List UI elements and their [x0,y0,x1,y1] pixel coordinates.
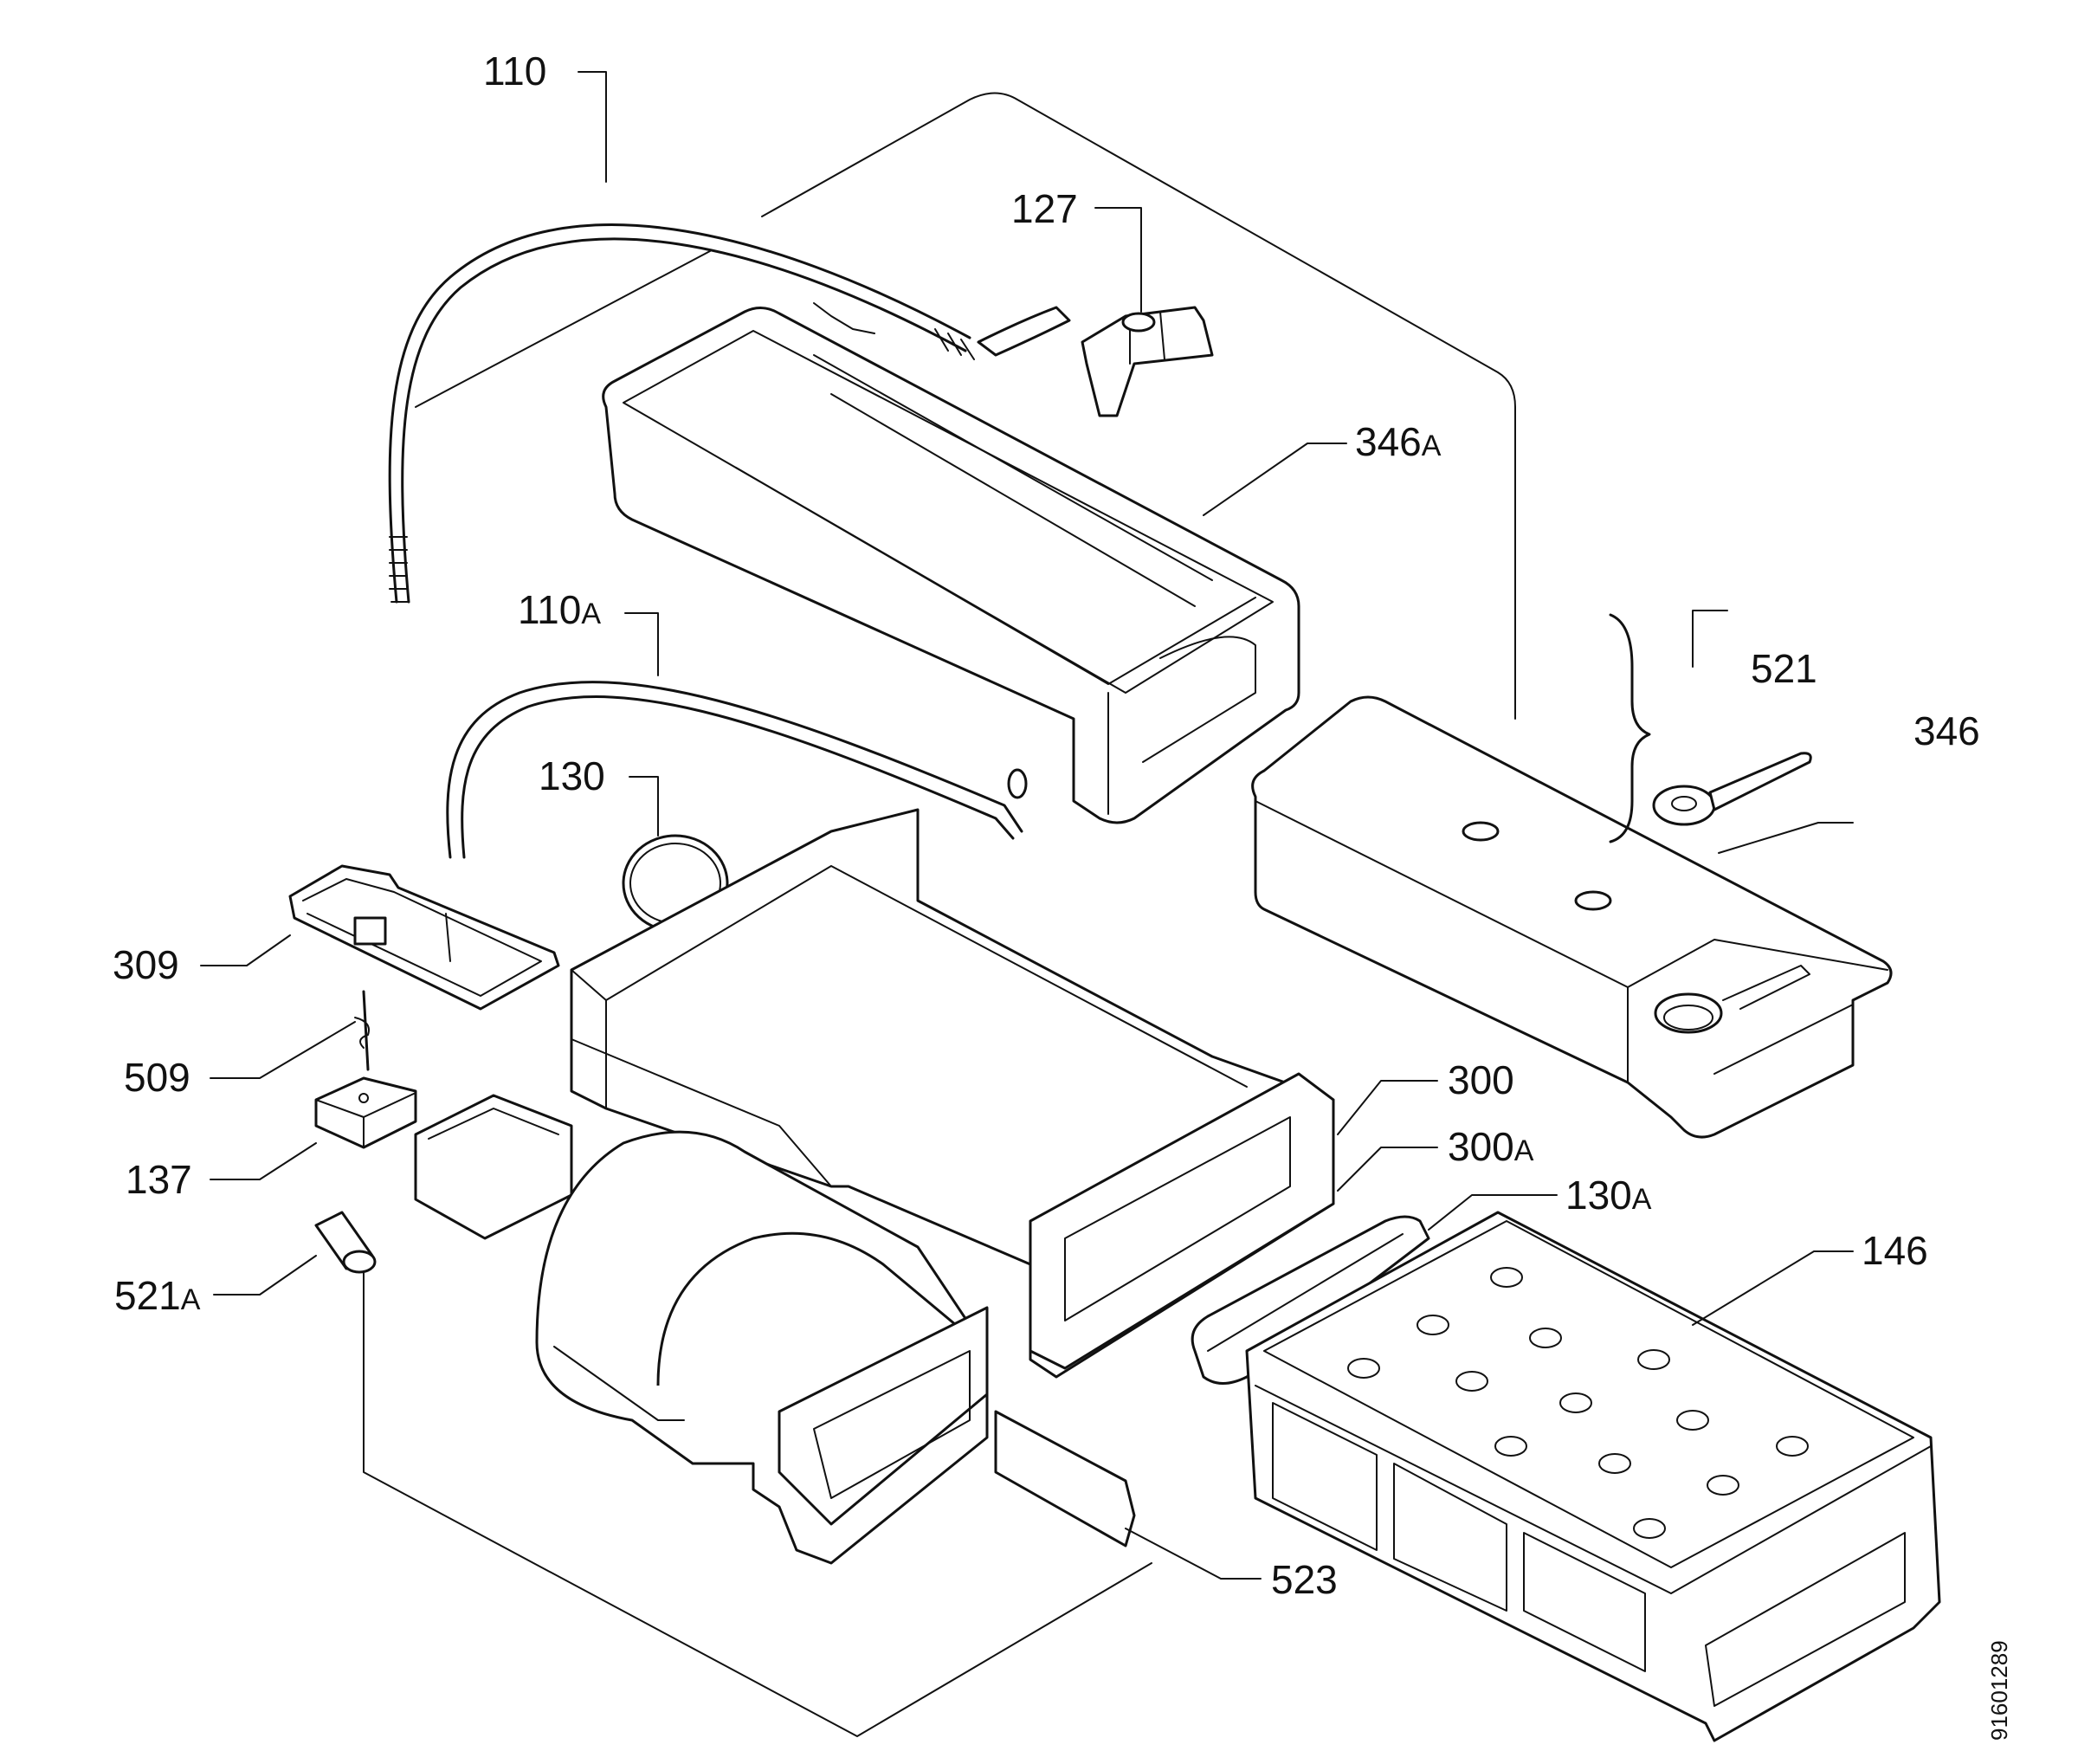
filter-holes [1347,1267,1809,1539]
leader-lines [200,71,1854,1580]
label-130a: 130A [1565,1173,1652,1218]
label-346a: 346A [1355,419,1442,464]
sleeve-521a [314,1211,377,1274]
part-labels: 110 127 346A 110A 521 346 130 309 509 13… [113,48,1980,1602]
spring-509 [354,990,370,1071]
clip-127 [1081,306,1214,417]
filter-146 [1245,1211,1941,1742]
label-127: 127 [1011,186,1078,231]
label-146: 146 [1862,1228,1928,1273]
water-container-346 [1251,695,1893,1139]
document-number: 91601289 [1986,1640,2012,1741]
cover-309 [288,864,560,1011]
strip-523 [994,1410,1136,1548]
hose-110a [446,681,1028,859]
label-110a: 110A [518,587,601,632]
assembly-outline-upper [415,92,1516,720]
cap-521 [1652,752,1812,826]
hose-110 [388,223,1071,604]
bracket-346 [1609,613,1651,843]
label-309: 309 [113,942,179,987]
housing-300 [570,808,1335,1379]
label-300a: 300A [1448,1124,1534,1169]
assembly-outline-lower [363,1255,1152,1737]
label-523: 523 [1271,1557,1338,1602]
block-137 [314,1076,417,1149]
label-137: 137 [126,1157,192,1202]
label-521: 521 [1751,646,1817,691]
label-346: 346 [1913,708,1980,753]
tray-346a [602,302,1300,824]
label-521a: 521A [114,1273,201,1318]
label-110: 110 [483,48,546,94]
label-300: 300 [1448,1057,1514,1102]
seal-130a [1191,1215,1430,1385]
fan-housing [535,1130,989,1565]
label-130: 130 [539,753,605,798]
label-509: 509 [124,1055,190,1100]
tray-300a [414,1094,573,1240]
